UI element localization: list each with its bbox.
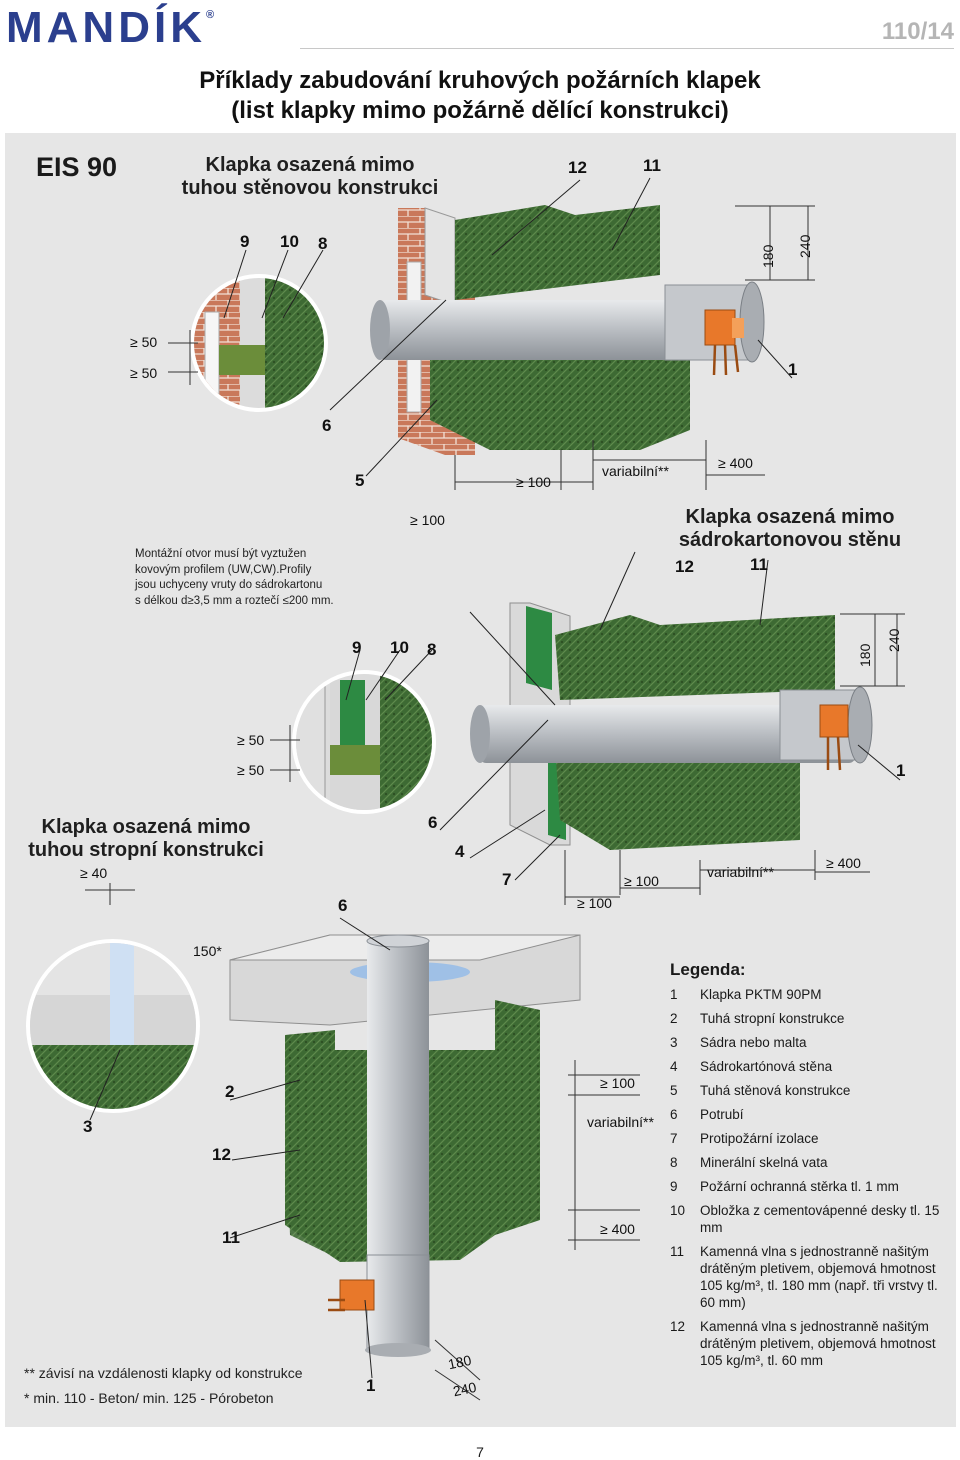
dim3-min-40: ≥ 40 bbox=[80, 865, 108, 881]
mandik-logo: MANDÍK® bbox=[6, 3, 215, 52]
label2-12: 12 bbox=[675, 557, 694, 576]
ceiling-section-title: Klapka osazená mimo tuhou stropní konstr… bbox=[28, 816, 264, 861]
label3-1: 1 bbox=[366, 1376, 376, 1395]
label3-6: 6 bbox=[338, 896, 348, 915]
label3-11: 11 bbox=[222, 1228, 240, 1247]
drywall-note: Montážní otvor musí být vyztužen kovovým… bbox=[135, 548, 334, 607]
label2-11: 11 bbox=[750, 555, 768, 574]
legend-title: Legenda: bbox=[670, 960, 746, 979]
dim-variable: variabilní** bbox=[602, 463, 669, 479]
dim-min-50-a: ≥ 50 bbox=[130, 334, 158, 350]
label-12: 12 bbox=[568, 158, 587, 177]
label-6: 6 bbox=[322, 416, 332, 435]
dim2-180: 180 bbox=[857, 643, 873, 667]
dim3-150: 150* bbox=[193, 943, 222, 959]
label2-6: 6 bbox=[428, 813, 438, 832]
wall-section-title: Klapka osazená mimo tuhou stěnovou konst… bbox=[181, 154, 439, 199]
header-rule bbox=[300, 48, 954, 49]
label2-9: 9 bbox=[352, 638, 362, 657]
label2-10: 10 bbox=[390, 638, 409, 657]
fire-rating: EIS 90 bbox=[36, 152, 118, 182]
label-11: 11 bbox=[643, 156, 661, 175]
label2-4: 4 bbox=[455, 842, 465, 861]
label3-2: 2 bbox=[225, 1082, 235, 1101]
dim3-variable: variabilní** bbox=[587, 1114, 654, 1130]
page-code: 110/14 bbox=[881, 18, 954, 45]
dim2-variable: variabilní** bbox=[707, 864, 774, 880]
footnote-variable: ** závisí na vzdálenosti klapky od konst… bbox=[24, 1365, 303, 1381]
dim3-min-100: ≥ 100 bbox=[600, 1075, 635, 1091]
page-number: 7 bbox=[476, 1444, 484, 1460]
dim2-min-100-mid: ≥ 100 bbox=[624, 873, 659, 889]
drywall-drawing bbox=[270, 551, 905, 905]
dim-min-50-b: ≥ 50 bbox=[130, 365, 158, 381]
label-5: 5 bbox=[355, 471, 365, 490]
dim2-min-400: ≥ 400 bbox=[826, 855, 861, 871]
label3-12: 12 bbox=[212, 1145, 231, 1164]
label-1: 1 bbox=[788, 360, 798, 379]
label-10: 10 bbox=[280, 232, 299, 251]
label2-7: 7 bbox=[502, 870, 512, 889]
dim2-min-50-b: ≥ 50 bbox=[237, 762, 265, 778]
dim-min-100: ≥ 100 bbox=[516, 474, 551, 490]
ceiling-drawing bbox=[26, 883, 640, 1401]
dim-min-400: ≥ 400 bbox=[718, 455, 753, 471]
dim2-min-50-a: ≥ 50 bbox=[237, 732, 265, 748]
wall-drawing bbox=[168, 177, 815, 490]
dim-240: 240 bbox=[797, 234, 813, 258]
dim2-min-100-top: ≥ 100 bbox=[410, 512, 445, 528]
label3-3: 3 bbox=[83, 1117, 93, 1136]
label2-8: 8 bbox=[427, 640, 437, 659]
dim3-min-400: ≥ 400 bbox=[600, 1221, 635, 1237]
page-title: Příklady zabudování kruhových požárních … bbox=[199, 67, 761, 124]
label-8: 8 bbox=[318, 234, 328, 253]
label-9: 9 bbox=[240, 232, 250, 251]
dim-180: 180 bbox=[760, 244, 776, 268]
footnote-min: * min. 110 - Beton/ min. 125 - Pórobeton bbox=[24, 1390, 274, 1406]
label2-1: 1 bbox=[896, 761, 906, 780]
dim2-min-100-bottom: ≥ 100 bbox=[577, 895, 612, 911]
dim2-240: 240 bbox=[886, 628, 902, 652]
drywall-section-title: Klapka osazená mimo sádrokartonovou stěn… bbox=[678, 506, 902, 551]
